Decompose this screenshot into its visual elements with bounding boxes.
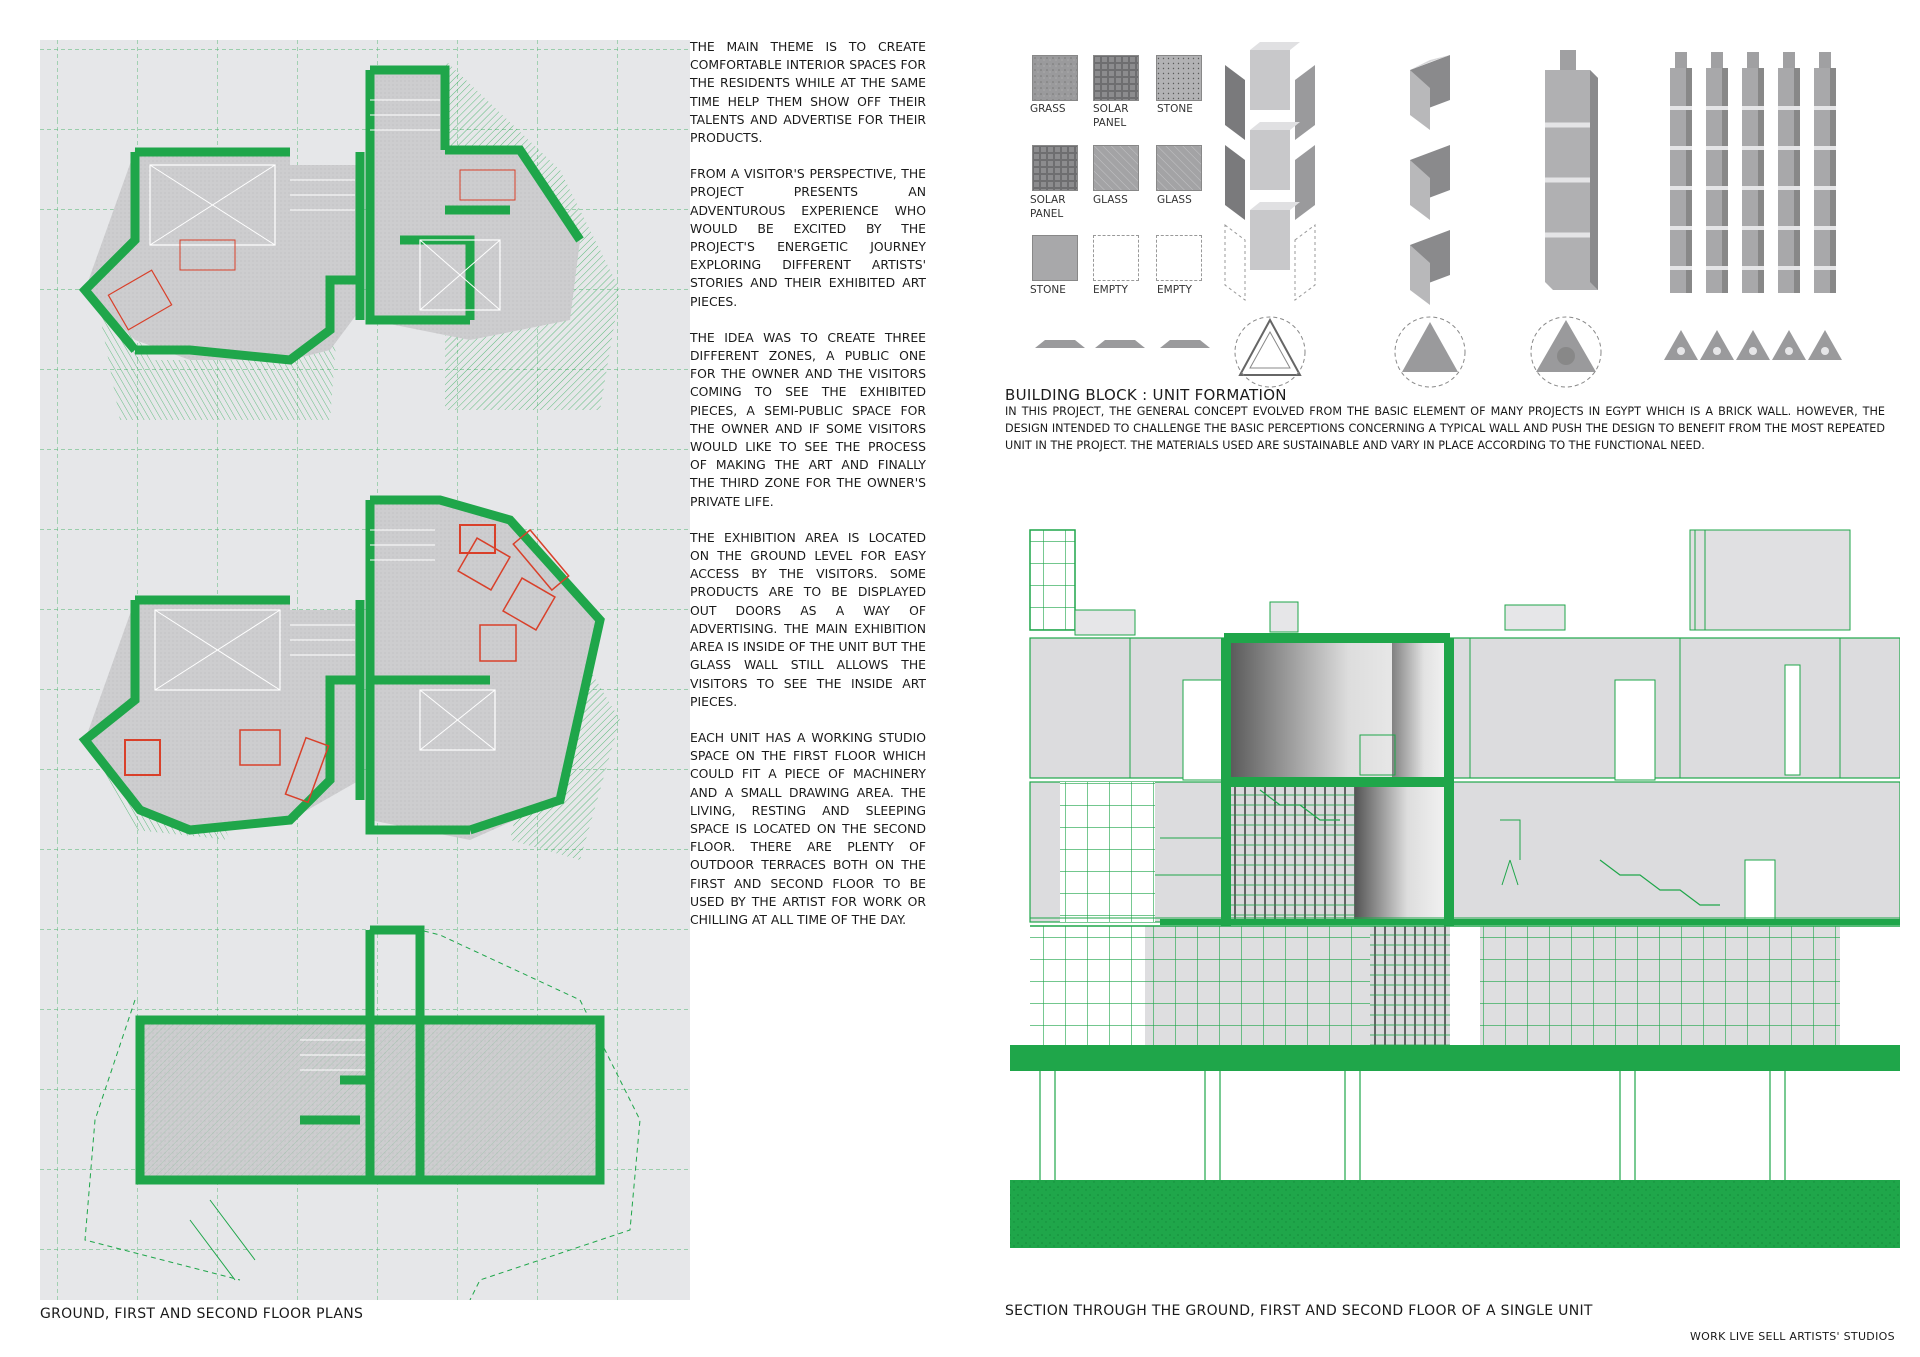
material-label: SOLAR PANEL — [1093, 103, 1129, 129]
material-label: EMPTY — [1093, 284, 1128, 296]
second-floor-plan — [84, 925, 641, 1300]
building-block-title: BUILDING BLOCK : UNIT FORMATION — [1005, 386, 1287, 404]
material-label: GLASS — [1093, 194, 1128, 206]
description-paragraph-1: THE MAIN THEME IS TO CREATE COMFORTABLE … — [690, 39, 926, 146]
ground-floor-plan — [78, 60, 620, 420]
description-paragraph-5: EACH UNIT HAS A WORKING STUDIO SPACE ON … — [690, 729, 926, 927]
description-paragraph-2: FROM A VISITOR'S PERSPECTIVE, THE PROJEC… — [690, 166, 926, 309]
section-drawing — [1010, 529, 1900, 1248]
repeated-columns — [1664, 50, 1842, 360]
footer-credit: WORK LIVE SELL ARTISTS' STUDIOS — [1690, 1330, 1895, 1343]
empty-swatch — [1156, 235, 1202, 281]
stone-swatch — [1032, 235, 1078, 281]
folded-wall-units — [1224, 42, 1316, 388]
section-caption: SECTION THROUGH THE GROUND, FIRST AND SE… — [1005, 1303, 1593, 1319]
project-description: THE MAIN THEME IS TO CREATE COMFORTABLE … — [690, 38, 926, 947]
material-label: STONE — [1157, 103, 1193, 115]
unit-formation-diagram — [1035, 42, 1842, 388]
plans-caption: GROUND, FIRST AND SECOND FLOOR PLANS — [40, 1306, 364, 1322]
material-label: SOLAR PANEL — [1030, 194, 1066, 220]
grass-swatch — [1032, 55, 1078, 101]
glass-swatch — [1093, 145, 1139, 191]
solar-panel-swatch — [1032, 145, 1078, 191]
glass-swatch — [1156, 145, 1202, 191]
description-paragraph-4: THE EXHIBITION AREA IS LOCATED ON THE GR… — [690, 529, 926, 709]
material-label: GRASS — [1030, 103, 1066, 115]
description-paragraph-3: THE IDEA WAS TO CREATE THREE DIFFERENT Z… — [690, 329, 926, 509]
material-label: GLASS — [1157, 194, 1192, 206]
first-floor-plan — [78, 495, 620, 860]
material-label: STONE — [1030, 284, 1066, 296]
base-plates — [1035, 340, 1210, 348]
stacked-column — [1530, 50, 1602, 388]
stone-swatch — [1156, 55, 1202, 101]
building-block-text: IN THIS PROJECT, THE GENERAL CONCEPT EVO… — [1005, 405, 1885, 452]
floor-plans-drawing — [40, 40, 690, 1300]
empty-swatch — [1093, 235, 1139, 281]
solar-panel-swatch — [1093, 55, 1139, 101]
triangular-prisms — [1394, 55, 1466, 388]
material-label: EMPTY — [1157, 284, 1192, 296]
